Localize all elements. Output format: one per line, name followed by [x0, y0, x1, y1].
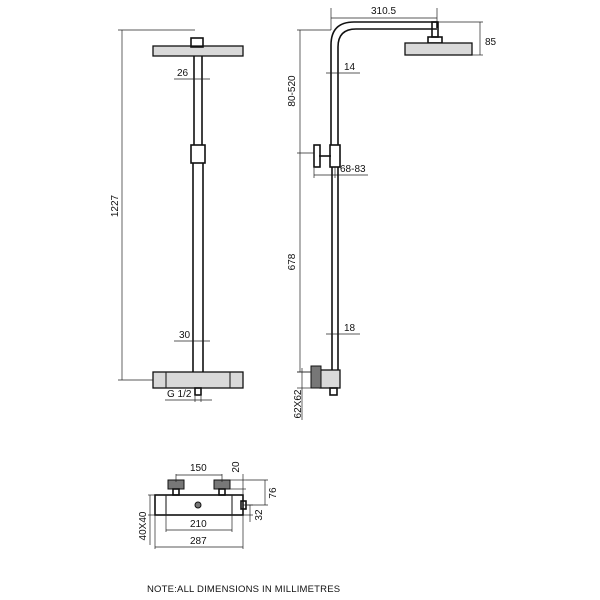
dim-14-label: 14 — [344, 62, 356, 73]
side-valve-body — [319, 369, 341, 389]
side-valve-knob — [310, 365, 322, 389]
dim-76-label: 76 — [268, 487, 279, 499]
front-inlet — [194, 387, 202, 396]
dim-20-label: 20 — [231, 461, 242, 473]
valve-right-handle-stem — [218, 488, 226, 496]
dim-287-label: 287 — [190, 536, 207, 547]
valve-detail-view: 150 20 76 32 210 287 40X40 — [138, 461, 279, 549]
front-coupling — [190, 144, 206, 164]
dim-4040-label: 40X40 — [138, 511, 149, 540]
dimensions-note: NOTE:ALL DIMENSIONS IN MILLIMETRES — [147, 584, 340, 595]
side-valve-outlet — [329, 387, 338, 396]
dim-g12-label: G 1/2 — [167, 389, 192, 400]
side-coupling — [329, 144, 341, 168]
dim-150-label: 150 — [190, 463, 207, 474]
front-view: 1227 26 30 G 1/2 — [110, 29, 244, 402]
dim-210-label: 210 — [190, 519, 207, 530]
valve-center-button — [194, 501, 202, 509]
dim-6262-label: 62X62 — [293, 389, 304, 418]
dim-32-label: 32 — [254, 509, 265, 521]
side-arm-outer — [330, 21, 438, 145]
front-head-connector — [190, 37, 204, 48]
side-shower-head — [404, 42, 473, 56]
valve-left-handle-stem — [172, 488, 180, 496]
front-shower-head — [152, 45, 244, 57]
dim-3105-label: 310.5 — [371, 6, 396, 17]
side-arm-inner — [337, 28, 437, 145]
dim-85-label: 85 — [485, 37, 497, 48]
side-head-connector — [427, 36, 443, 44]
dim-26-label: 26 — [177, 68, 189, 79]
dim-1227-label: 1227 — [110, 194, 121, 217]
side-wall-bracket — [313, 144, 321, 168]
dim-80520-label: 80-520 — [287, 75, 298, 107]
dim-678-label: 678 — [287, 253, 298, 270]
dim-6883-label: 68-83 — [340, 164, 366, 175]
dim-18-label: 18 — [344, 323, 356, 334]
side-view: 310.5 85 14 80-520 68-83 678 18 — [287, 6, 497, 420]
dim-30-label: 30 — [179, 330, 191, 341]
